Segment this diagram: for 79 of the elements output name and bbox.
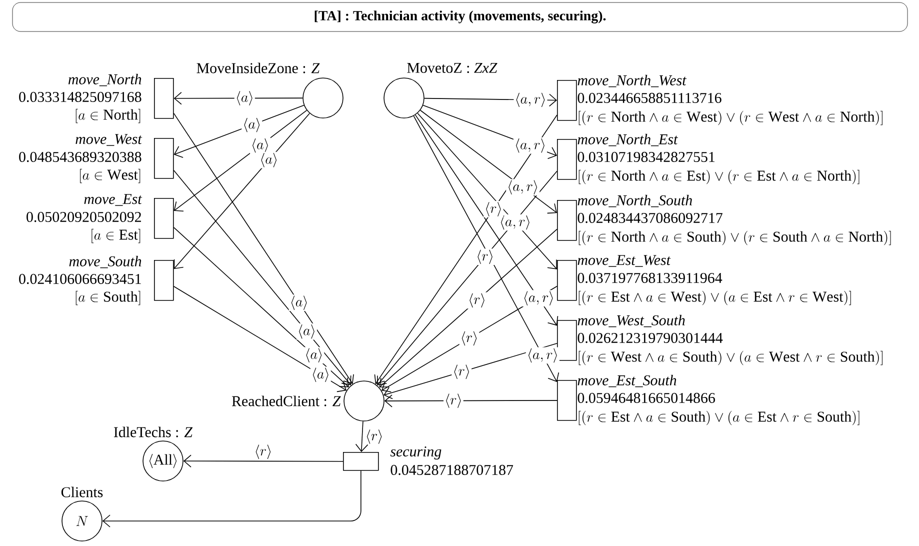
arrow: [173, 112, 354, 384]
guard-label: $[(r \in \mathrm{Est} \wedge a \in \mathrm{West}) \vee (a \in \mathrm{Est} \wedge r \in \mathrm{West})]$: [578, 290, 851, 306]
rate-value: 0.037197768133911964: [578, 272, 722, 284]
rate-value: 0.05946481665014866: [578, 392, 715, 404]
edge-label: $\langle a\rangle$: [250, 137, 270, 154]
arrow: [174, 104, 304, 158]
arrow: [183, 454, 344, 468]
transition-name: move_South: [69, 256, 142, 268]
arrow: [413, 116, 560, 382]
edge-label: $\langle r\rangle$: [459, 330, 480, 347]
rate-value: 0.023446658851113716: [578, 92, 722, 104]
edge-label: $\langle a,r\rangle$: [526, 347, 560, 364]
arrow: [355, 420, 368, 452]
transition-name: move_North_South: [578, 194, 692, 208]
edge-label: $\langle r\rangle$: [256, 444, 271, 459]
rate-value: 0.024106066693451: [19, 274, 141, 284]
edge-label: $\langle a,r\rangle$: [513, 137, 547, 154]
guard-label: $[a \in \mathrm{North}]$: [76, 108, 140, 124]
arrow: [174, 92, 303, 105]
rate-value: 0.03107198342827551: [578, 152, 715, 162]
edge-label: $\langle r\rangle$: [475, 248, 495, 266]
arrow: [102, 470, 362, 528]
guard-label: $[(r \in \mathrm{North} \wedge a \in \mathrm{Est}) \vee (r \in \mathrm{Est} \wedge a \in \mathrm{North})]$: [578, 170, 860, 184]
arrow: [173, 170, 352, 386]
guard-label: $[a \in \mathrm{Est}]$: [92, 228, 140, 244]
guard-label: $[(r \in \mathrm{North} \wedge a \in \mathrm{West}) \vee (r \in \mathrm{West} \wedge a \in \mathrm{North})]$: [578, 110, 882, 126]
edge-label: $\langle a\rangle$: [288, 294, 310, 311]
edge-label: $\langle a\rangle$: [310, 366, 331, 384]
edge-label: $\langle a\rangle$: [242, 116, 262, 134]
arrow: [174, 112, 310, 270]
transition-name: move_Est: [84, 194, 142, 206]
arrow: [377, 170, 558, 386]
arrow: [417, 112, 557, 270]
edge-label: $\langle a\rangle$: [296, 323, 317, 340]
arrow: [384, 394, 558, 408]
guard-label: $[(r \in \mathrm{Est} \wedge a \in \mathrm{South}) \vee (a \in \mathrm{Est} \wedge r \in \mathrm{South})]$: [578, 410, 860, 426]
place-label: ReachedClient : Z: [232, 396, 341, 406]
place-label: Clients: [61, 486, 103, 498]
transition-name: move_North: [68, 74, 142, 86]
edge-label: $\langle r\rangle$: [444, 392, 464, 409]
edge-label: $\langle a,r\rangle$: [514, 92, 548, 108]
guard-label: $[(r \in \mathrm{West} \wedge a \in \mathrm{South}) \vee (a \in \mathrm{West} \wedge r \in \mathrm{South})]$: [578, 350, 882, 366]
transition-name: move_North_West: [578, 74, 687, 88]
edge-label: $\langle a,r\rangle$: [522, 290, 556, 306]
edge-label: $\langle r\rangle$: [484, 201, 504, 218]
place-label: MovetoZ : ZxZ: [407, 63, 498, 73]
arrow: [173, 286, 347, 392]
rate-value: 0.024834437086092717: [578, 212, 722, 224]
title-box: [TA] : Technician activity (movements, securing).: [12, 2, 908, 32]
edge-label: $\langle a,r\rangle$: [498, 214, 532, 231]
guard-label: $[(r \in \mathrm{North} \wedge a \in \mathrm{South}) \vee (r \in \mathrm{South} \wedge a \in \mathrm{North})]$: [578, 230, 891, 246]
edge-label: $\langle a,r\rangle$: [506, 179, 540, 196]
guard-label: $[a \in \mathrm{West}]$: [80, 168, 140, 184]
arrow: [414, 114, 558, 326]
transition-name: move_Est_South: [578, 374, 676, 388]
transition-name: move_North_Est: [578, 134, 678, 146]
edge-label: $\langle r\rangle$: [366, 430, 382, 444]
rate-value: 0.045287188707187: [390, 464, 514, 476]
transition-name: securing: [390, 446, 442, 460]
guard-label: $[a \in \mathrm{South}]$: [76, 290, 140, 306]
edge-label: $\langle a\rangle$: [304, 347, 324, 364]
arrow: [374, 114, 558, 384]
transition-name: move_West_South: [578, 314, 685, 328]
edge-label: $\langle a\rangle$: [234, 90, 255, 106]
transition-name: move_Est_West: [578, 255, 671, 267]
rate-value: 0.048543689320388: [19, 152, 142, 162]
rate-value: 0.026212319790301444: [578, 332, 723, 344]
edge-label: $\langle a\rangle$: [258, 152, 280, 168]
place-label: MoveInsideZone : Z: [196, 62, 320, 74]
arrow: [384, 342, 558, 400]
arrow: [379, 228, 558, 388]
rate-value: 0.05020920502092: [26, 212, 141, 222]
edge-label: $\langle r\rangle$: [467, 292, 487, 309]
rate-value: 0.033314825097168: [19, 92, 142, 102]
place-label: IdleTechs : Z: [114, 426, 193, 438]
arrow: [173, 227, 349, 388]
edge-label: $\langle r\rangle$: [452, 364, 472, 380]
arrow: [174, 110, 308, 212]
transition-name: move_West: [76, 134, 142, 146]
